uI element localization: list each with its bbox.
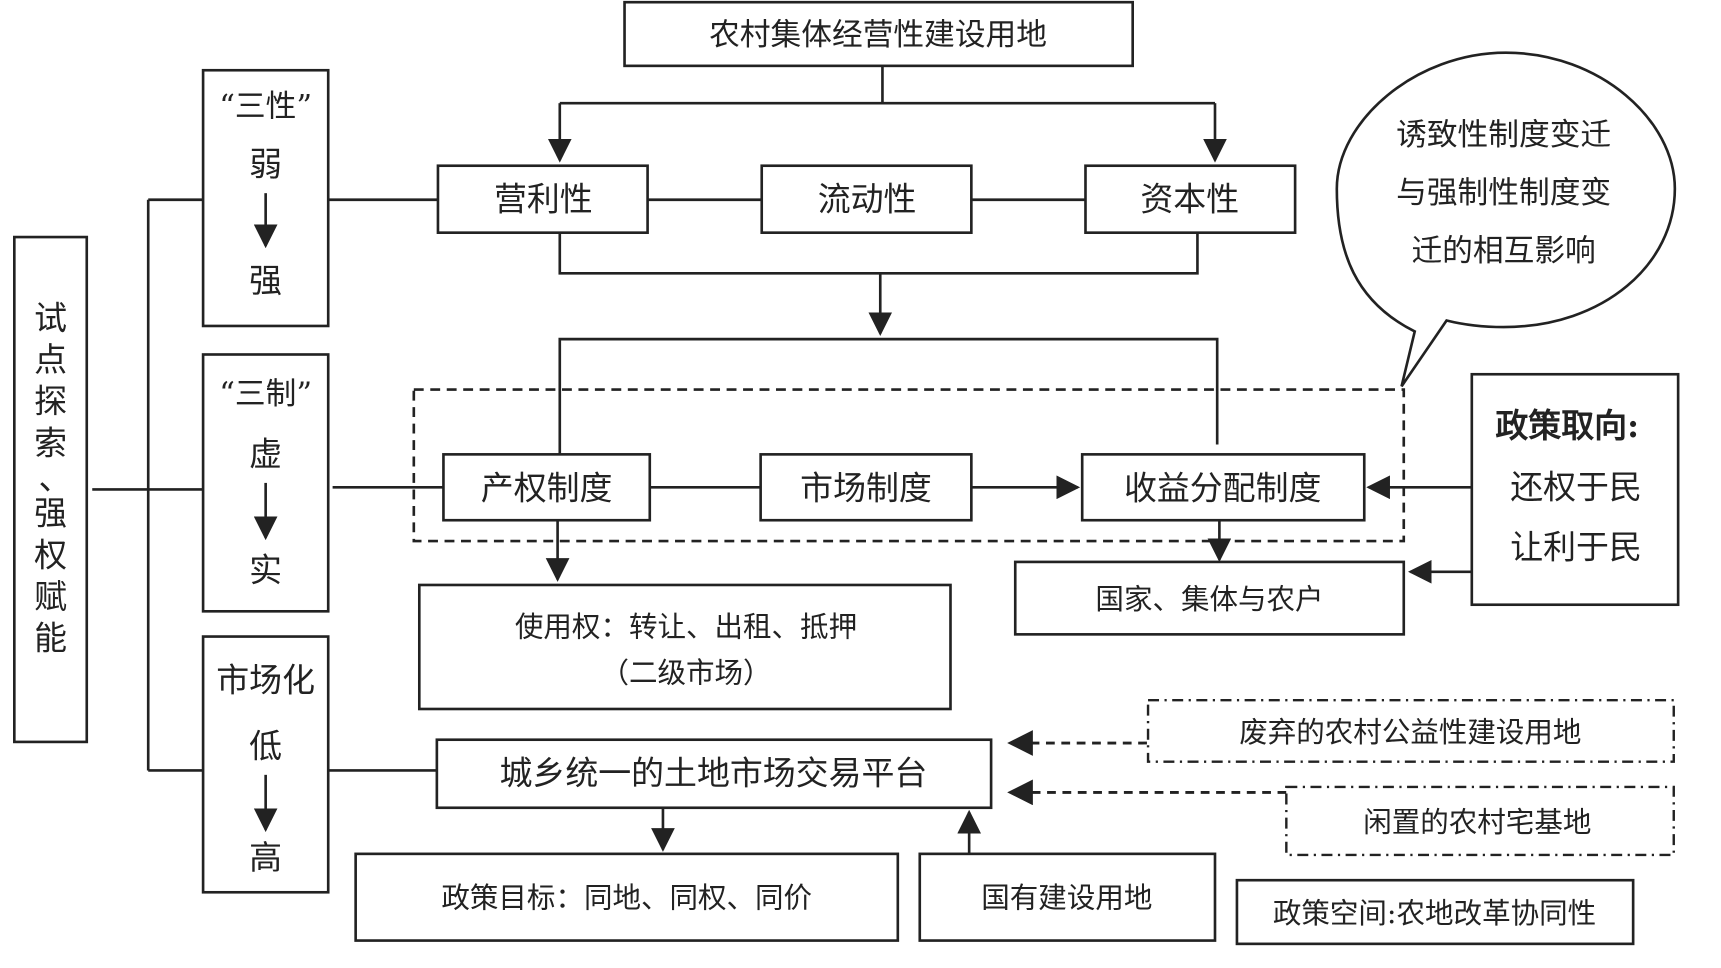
svg-text:还权于民: 还权于民 (1510, 467, 1642, 506)
svg-text:权: 权 (34, 535, 67, 574)
svg-text:政策取向:: 政策取向: (1495, 406, 1639, 445)
institutions-dashed-region (412, 388, 1406, 543)
svg-text:市场制度: 市场制度 (800, 468, 932, 507)
three-systems-box: “三制” 虚 实 (201, 353, 330, 613)
callout-bubble: 诱致性制度变迁 与强制性制度变 迁的相互影响 (1335, 51, 1677, 388)
svg-text:高: 高 (249, 838, 282, 877)
svg-text:农村集体经营性建设用地: 农村集体经营性建设用地 (709, 17, 1047, 53)
box-profitability: 营利性 (436, 164, 649, 234)
svg-text:闲置的农村宅基地: 闲置的农村宅基地 (1363, 806, 1591, 839)
policy-orientation-box: 政策取向: 还权于民 让利于民 (1470, 372, 1680, 607)
svg-text:资本性: 资本性 (1140, 180, 1239, 219)
svg-text:（二级市场）: （二级市场） (600, 657, 771, 690)
top-connector (547, 65, 1227, 163)
svg-text:迁的相互影响: 迁的相互影响 (1411, 233, 1595, 269)
svg-text:产权制度: 产权制度 (481, 468, 613, 507)
box-stakeholders: 国家、集体与农户 (1013, 560, 1406, 636)
svg-text:营利性: 营利性 (494, 180, 593, 219)
box-capital: 资本性 (1084, 164, 1297, 234)
svg-text:、: 、 (38, 458, 71, 497)
svg-text:能: 能 (34, 619, 67, 658)
marketization-box: 市场化 低 高 (201, 635, 330, 894)
three-properties-box: “三性” 弱 强 (201, 68, 330, 328)
svg-text:政策目标：同地、同权、同价: 政策目标：同地、同权、同价 (441, 882, 812, 915)
svg-text:国有建设用地: 国有建设用地 (981, 882, 1152, 915)
left-bracket (92, 198, 204, 772)
svg-text:虚: 虚 (249, 434, 282, 473)
svg-text:政策空间:农地改革协同性: 政策空间:农地改革协同性 (1273, 897, 1596, 930)
box-unified-land-market-platform: 城乡统一的土地市场交易平台 (435, 738, 993, 810)
svg-text:诱致性制度变迁: 诱致性制度变迁 (1396, 117, 1611, 153)
svg-text:试: 试 (34, 298, 67, 337)
svg-text:探: 探 (34, 382, 67, 421)
svg-text:强: 强 (249, 261, 282, 300)
svg-text:弱: 弱 (249, 145, 282, 184)
svg-text:收益分配制度: 收益分配制度 (1124, 468, 1321, 507)
box-abandoned-public-land: 废弃的农村公益性建设用地 (1146, 699, 1675, 763)
box-income-distribution: 收益分配制度 (1080, 453, 1366, 522)
box-market-system: 市场制度 (759, 453, 973, 522)
svg-text:城乡统一的土地市场交易平台: 城乡统一的土地市场交易平台 (500, 754, 928, 793)
svg-text:流动性: 流动性 (818, 180, 917, 219)
box-property-rights: 产权制度 (442, 453, 652, 522)
svg-text:索: 索 (34, 423, 67, 462)
box-liquidity: 流动性 (760, 164, 973, 234)
svg-text:使用权：转让、出租、抵押: 使用权：转让、出租、抵押 (515, 611, 857, 644)
svg-text:点: 点 (34, 340, 67, 379)
top-box-rural-collective-land: 农村集体经营性建设用地 (623, 0, 1134, 68)
svg-text:“三性”: “三性” (219, 88, 312, 124)
svg-text:低: 低 (249, 726, 282, 765)
svg-text:实: 实 (249, 551, 282, 590)
left-box-pilot-exploration: 试 点 探 索 、 强 权 赋 能 (13, 235, 89, 744)
box-policy-space: 政策空间:农地改革协同性 (1235, 878, 1635, 946)
svg-text:与强制性制度变: 与强制性制度变 (1396, 175, 1611, 211)
svg-text:让利于民: 让利于民 (1510, 528, 1642, 567)
svg-text:强: 强 (34, 494, 67, 533)
svg-text:废弃的农村公益性建设用地: 废弃的农村公益性建设用地 (1239, 716, 1581, 749)
box-policy-goal: 政策目标：同地、同权、同价 (354, 852, 900, 942)
box-state-owned-land: 国有建设用地 (918, 852, 1217, 942)
merge-connector (558, 232, 1219, 456)
svg-text:赋: 赋 (34, 577, 67, 616)
svg-text:市场化: 市场化 (216, 660, 315, 699)
svg-text:“三制”: “三制” (219, 376, 312, 412)
svg-text:国家、集体与农户: 国家、集体与农户 (1095, 583, 1323, 616)
box-use-rights: 使用权：转让、出租、抵押 （二级市场） (417, 583, 952, 711)
box-idle-homestead: 闲置的农村宅基地 (1285, 785, 1675, 857)
